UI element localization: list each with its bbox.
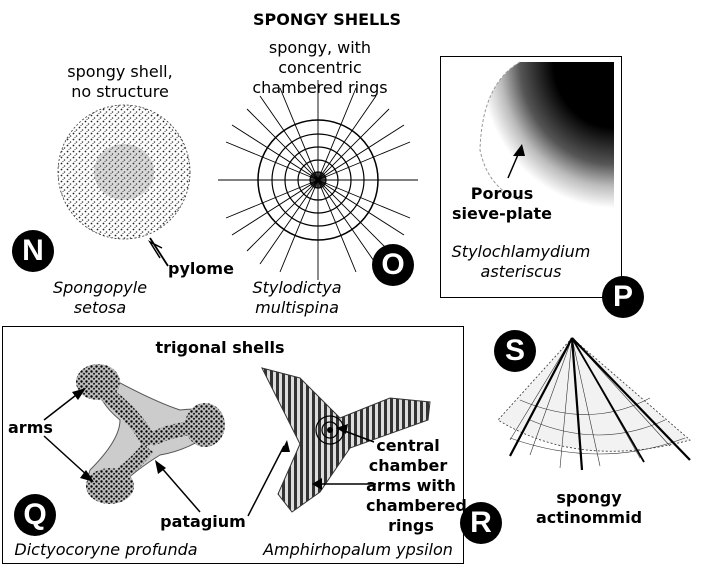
spongopyle-disc bbox=[57, 104, 191, 267]
panel-qr-frame bbox=[2, 326, 464, 564]
panel-p-frame bbox=[440, 56, 622, 298]
label-arms-rings-line2: chambered bbox=[366, 496, 467, 515]
figure-title: SPONGY SHELLS bbox=[253, 10, 401, 29]
label-central-chamber: central chamber bbox=[368, 436, 448, 476]
species-o-line1: Stylodictya bbox=[252, 278, 342, 297]
caption-o-line3: chambered rings bbox=[252, 78, 388, 97]
panel-label-q: Q bbox=[14, 494, 56, 536]
caption-o-line1: spongy, with bbox=[268, 38, 372, 57]
caption-o-line2: concentric bbox=[278, 58, 362, 77]
species-r: Amphirhopalum ypsilon bbox=[263, 540, 453, 559]
label-arms-rings-line1: arms with bbox=[366, 476, 456, 495]
species-n-line1: Spongopyle bbox=[52, 278, 148, 297]
actinommid-illustration bbox=[497, 337, 691, 471]
label-sieve-plate: Porous sieve-plate bbox=[452, 184, 552, 224]
species-p-line2: asteriscus bbox=[480, 262, 562, 281]
panel-label-n: N bbox=[12, 230, 54, 272]
amphirhopalum-shell bbox=[247, 367, 431, 517]
trigonal-title: trigonal shells bbox=[155, 338, 285, 357]
species-p: Stylochlamydium asteriscus bbox=[446, 242, 596, 282]
caption-s-line1: spongy bbox=[556, 488, 622, 507]
dictyocoryne-shell bbox=[43, 364, 225, 513]
caption-n-line2: no structure bbox=[71, 82, 169, 101]
caption-s: spongy actinommid bbox=[534, 488, 644, 528]
stylodictya-shell bbox=[218, 80, 418, 280]
caption-n-line1: spongy shell, bbox=[67, 62, 173, 81]
species-n: Spongopyle setosa bbox=[30, 278, 170, 318]
label-central-line2: chamber bbox=[368, 456, 448, 475]
label-pylome: pylome bbox=[168, 259, 234, 278]
label-arms-rings-line3: rings bbox=[388, 516, 434, 535]
label-sieve-line1: Porous bbox=[470, 184, 534, 203]
label-sieve-line2: sieve-plate bbox=[452, 204, 553, 223]
panel-label-p: P bbox=[602, 276, 644, 318]
species-n-line2: setosa bbox=[73, 298, 127, 317]
label-arms-rings: arms with chambered rings bbox=[366, 476, 467, 536]
label-arms: arms bbox=[8, 418, 53, 437]
caption-o: spongy, with concentric chambered rings bbox=[240, 38, 400, 98]
label-central-line1: central bbox=[376, 436, 440, 455]
panel-label-o: O bbox=[372, 244, 414, 286]
panel-label-s: S bbox=[494, 330, 536, 372]
species-q: Dictyocoryne profunda bbox=[14, 540, 198, 559]
panel-label-r: R bbox=[460, 502, 502, 544]
species-o-line2: multispina bbox=[255, 298, 339, 317]
label-patagium: patagium bbox=[160, 512, 246, 531]
species-p-line1: Stylochlamydium bbox=[451, 242, 591, 261]
caption-s-line2: actinommid bbox=[535, 508, 643, 527]
sieve-plate-photo bbox=[446, 61, 614, 208]
caption-n: spongy shell, no structure bbox=[50, 62, 190, 102]
species-o: Stylodictya multispina bbox=[232, 278, 362, 318]
